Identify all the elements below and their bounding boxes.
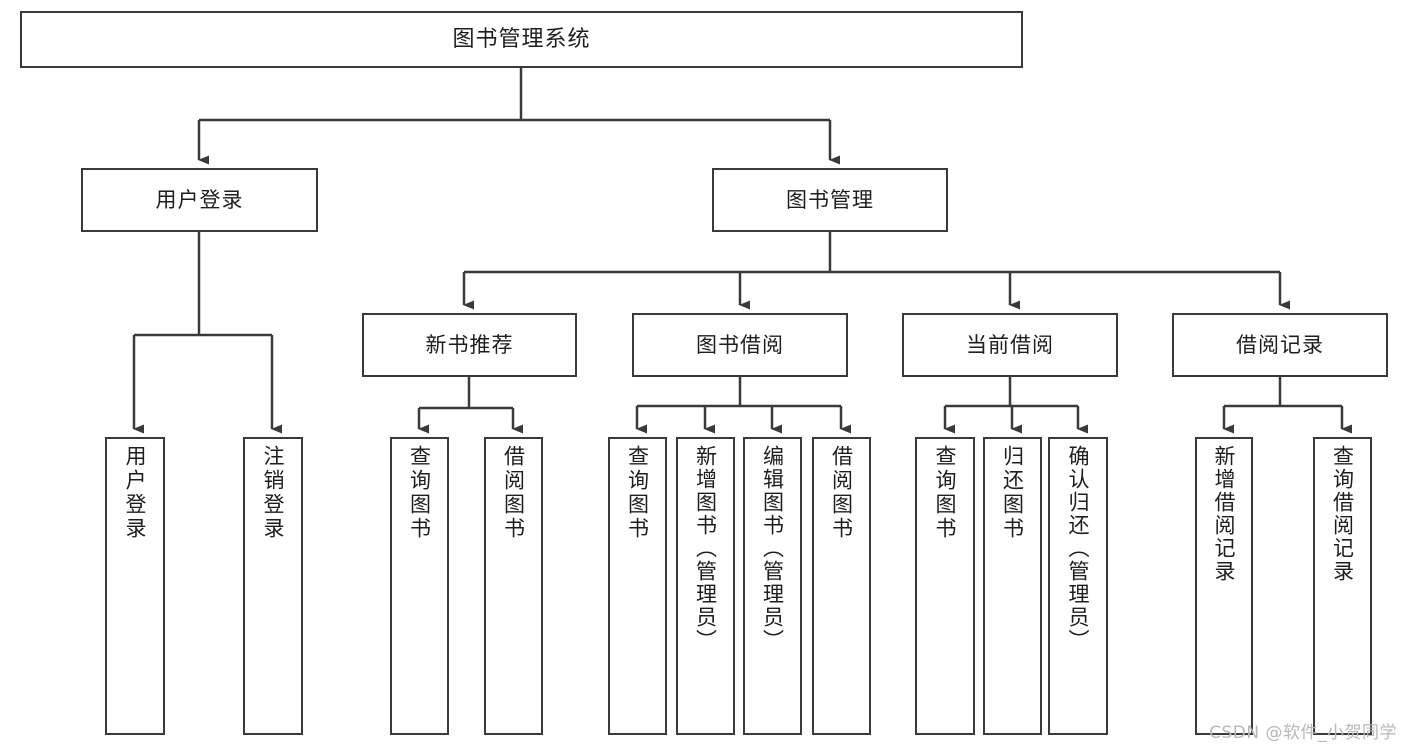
node-label: 新书推荐: [425, 332, 514, 357]
node-new-book-recommend[interactable]: 新书推荐: [362, 313, 577, 377]
leaf-label: 归还图书: [1000, 445, 1025, 541]
leaf-label: 用户登录: [123, 445, 148, 541]
node-label: 用户登录: [155, 187, 244, 212]
node-label: 当前借阅: [966, 332, 1054, 357]
leaf-current-borrow-return-book[interactable]: 归还图书: [983, 437, 1042, 735]
node-borrow-record[interactable]: 借阅记录: [1172, 313, 1388, 377]
leaf-label: 注销登录: [261, 445, 286, 541]
leaf-label: 编辑图书（管理员）: [760, 445, 785, 652]
node-label: 图书管理系统: [452, 26, 591, 52]
leaf-label: 借阅图书: [829, 445, 854, 541]
leaf-borrow-record-add-record[interactable]: 新增借阅记录: [1195, 437, 1253, 735]
watermark: CSDN @软件_小贺同学: [1209, 723, 1397, 743]
leaf-current-borrow-query-book[interactable]: 查询图书: [915, 437, 975, 735]
leaf-borrow-record-query-record[interactable]: 查询借阅记录: [1313, 437, 1372, 735]
leaf-new-book-borrow-book[interactable]: 借阅图书: [484, 437, 543, 735]
leaf-current-borrow-confirm-return-admin[interactable]: 确认归还（管理员）: [1048, 437, 1108, 735]
leaf-label: 确认归还（管理员）: [1066, 445, 1091, 652]
node-label: 借阅记录: [1236, 332, 1324, 357]
leaf-book-borrow-add-book-admin[interactable]: 新增图书（管理员）: [676, 437, 735, 735]
leaf-label: 借阅图书: [501, 445, 526, 541]
node-user-login[interactable]: 用户登录: [81, 168, 318, 232]
leaf-new-book-query-book[interactable]: 查询图书: [390, 437, 449, 735]
leaf-label: 查询图书: [407, 445, 432, 541]
node-book-management[interactable]: 图书管理: [712, 168, 948, 232]
node-root-book-management-system[interactable]: 图书管理系统: [20, 11, 1023, 68]
leaf-label: 查询图书: [933, 445, 958, 541]
leaf-book-borrow-borrow-book[interactable]: 借阅图书: [812, 437, 871, 735]
node-current-borrow[interactable]: 当前借阅: [902, 313, 1118, 377]
node-label: 图书借阅: [696, 332, 784, 357]
leaf-book-borrow-edit-book-admin[interactable]: 编辑图书（管理员）: [743, 437, 802, 735]
leaf-label: 查询借阅记录: [1330, 445, 1355, 583]
leaf-label: 新增借阅记录: [1212, 445, 1237, 583]
node-book-borrow[interactable]: 图书借阅: [632, 313, 848, 377]
leaf-logout-login[interactable]: 注销登录: [243, 437, 303, 735]
leaf-label: 查询图书: [625, 445, 650, 541]
node-label: 图书管理: [786, 187, 874, 212]
leaf-book-borrow-query-book[interactable]: 查询图书: [608, 437, 667, 735]
leaf-user-login[interactable]: 用户登录: [105, 437, 165, 735]
leaf-label: 新增图书（管理员）: [693, 445, 718, 652]
